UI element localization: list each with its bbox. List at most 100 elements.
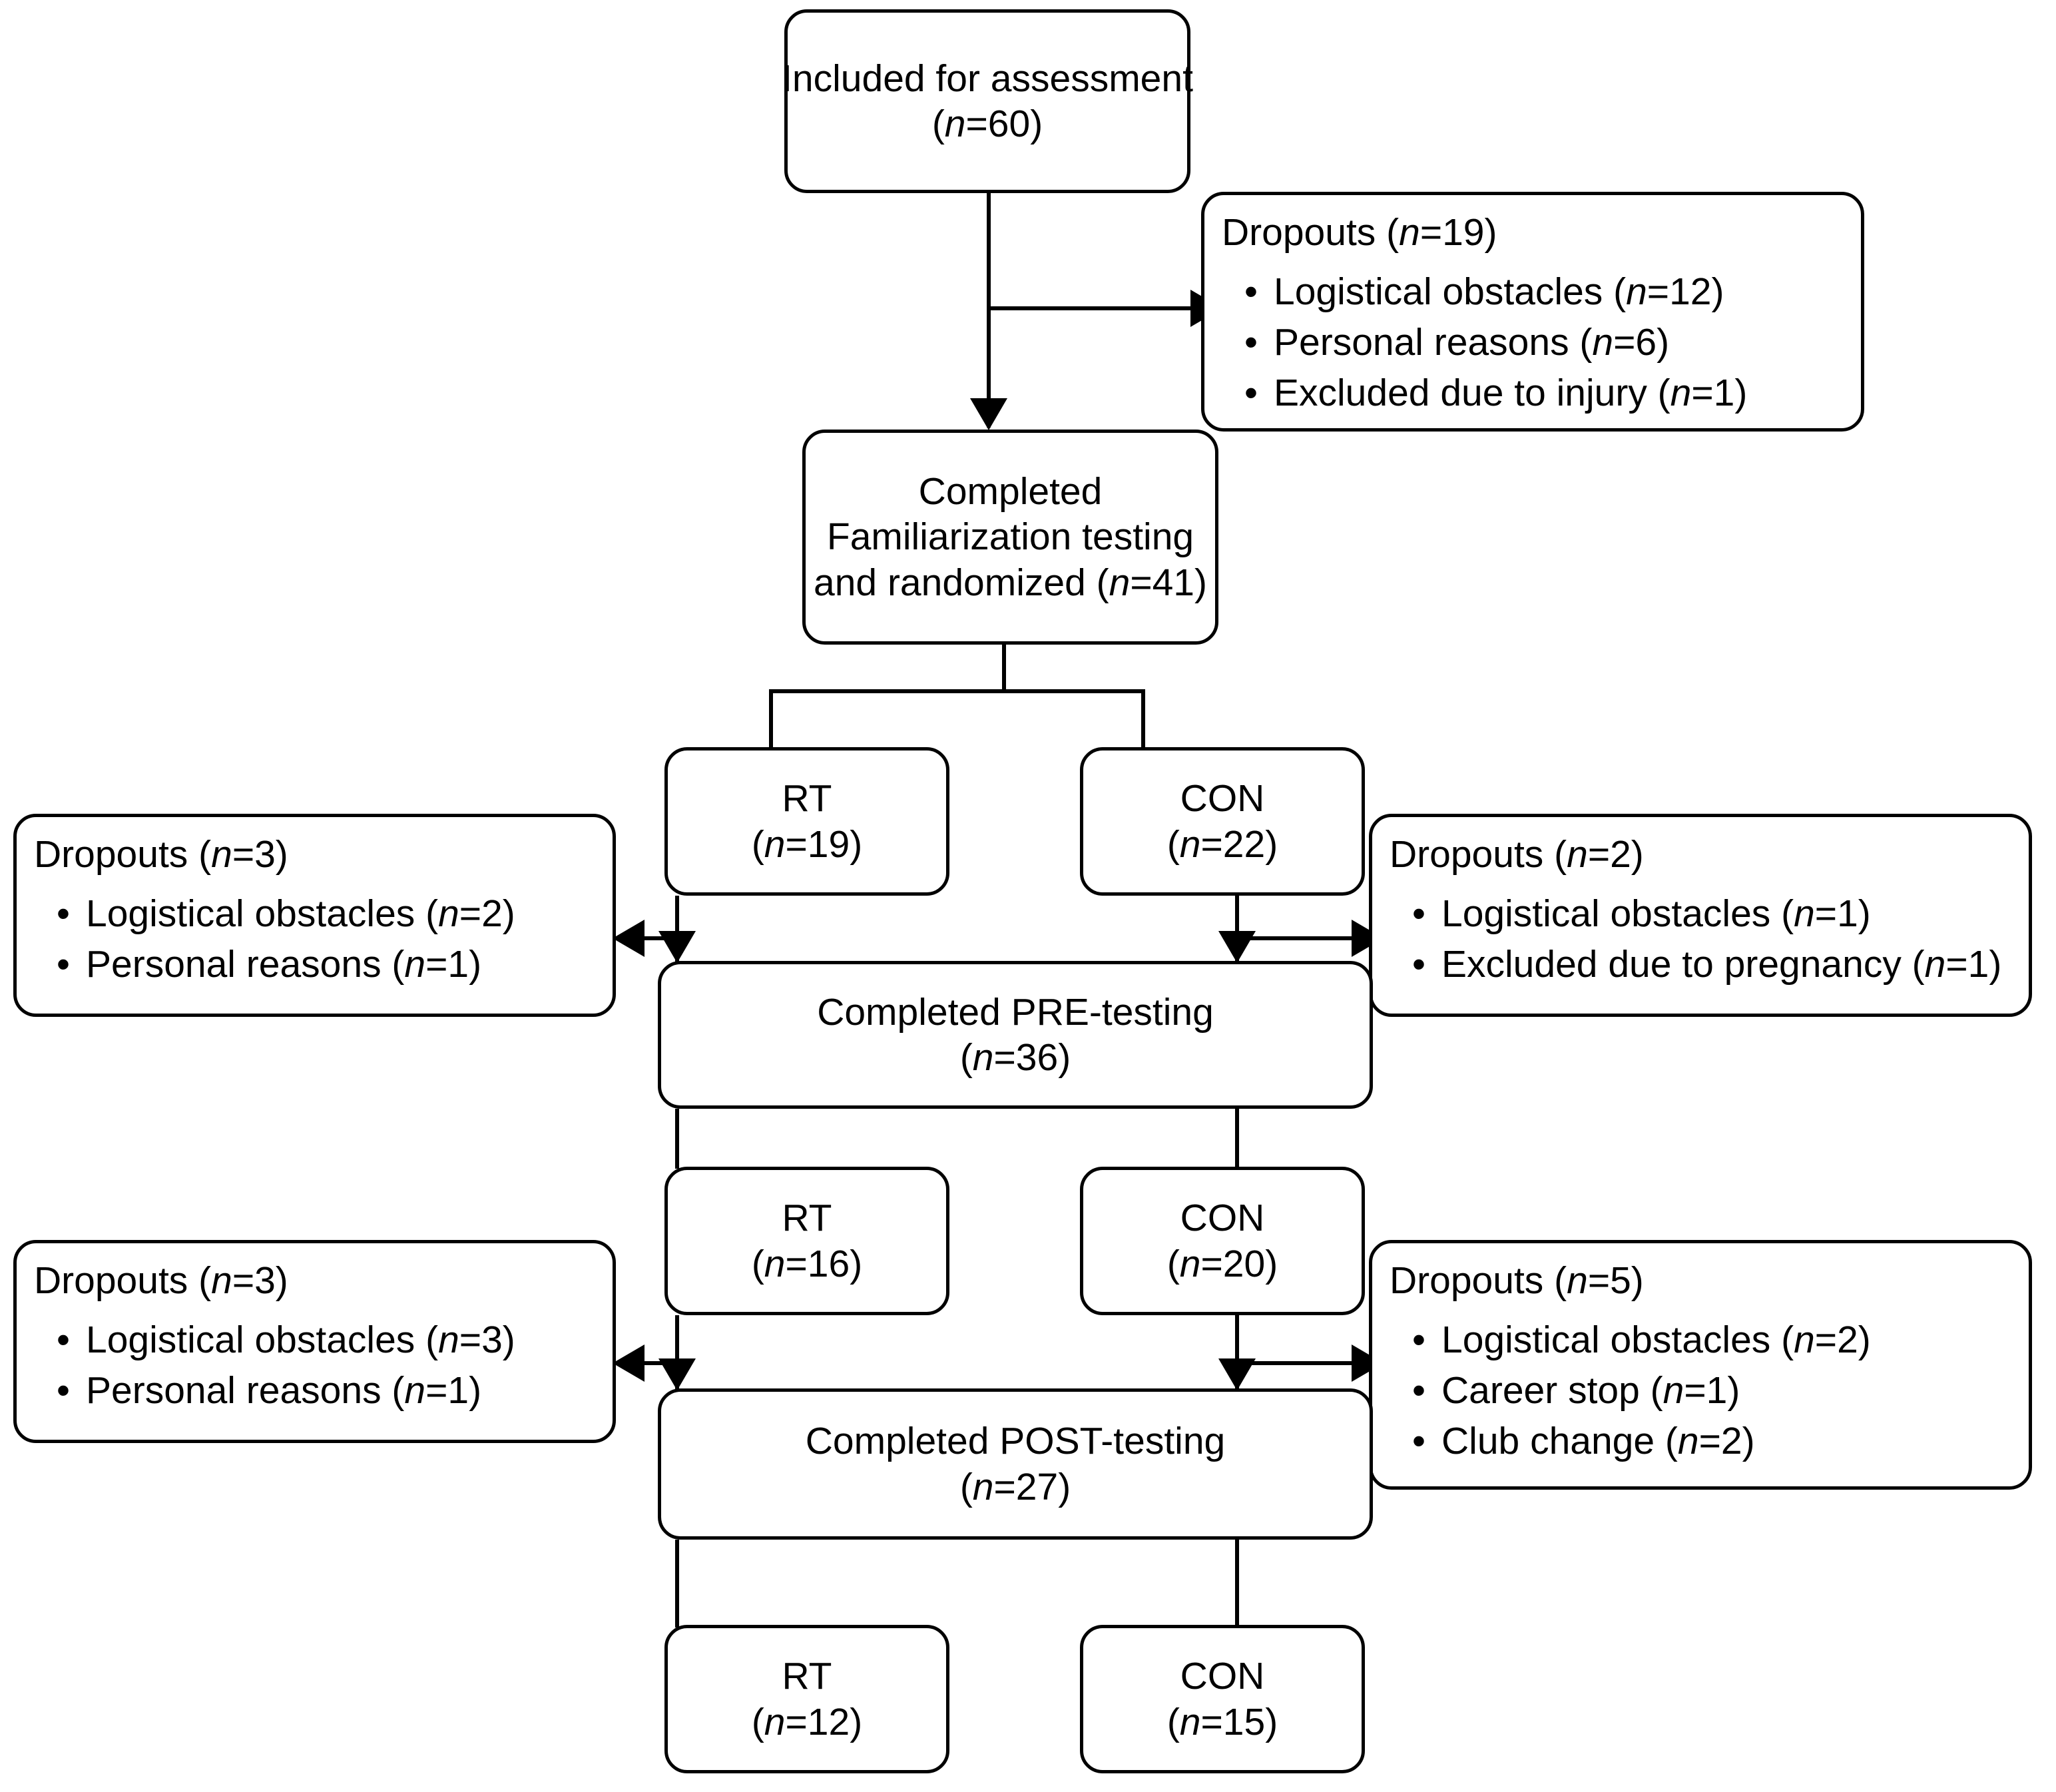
- bullet-icon: •: [1412, 1369, 1425, 1412]
- node-pre-testing-line1: Completed PRE-testing: [817, 990, 1214, 1034]
- italic-n: n: [764, 822, 786, 866]
- italic-n: n: [438, 1319, 459, 1362]
- bullet-icon: •: [57, 892, 70, 936]
- italic-n: n: [211, 833, 232, 876]
- node-con-pre[interactable]: CON (n=20): [1080, 1167, 1365, 1315]
- list-item: •Personal reasons (n=1): [57, 1366, 613, 1416]
- connector-con20-to-dropouts-right: [1235, 1361, 1356, 1365]
- arrowhead-rt16-into-post: [658, 1358, 696, 1390]
- italic-n: n: [1179, 1242, 1201, 1285]
- node-post-testing-line1: Completed POST-testing: [805, 1420, 1226, 1463]
- node-completed-post-testing[interactable]: Completed POST-testing (n=27): [658, 1388, 1373, 1540]
- arrowhead-con20-into-post: [1218, 1358, 1256, 1390]
- dropouts-con-post-title: Dropouts (n=5): [1390, 1259, 1644, 1302]
- node-assessment-line1: Included for assessment: [782, 57, 1193, 100]
- bullet-icon: •: [1412, 1419, 1425, 1462]
- italic-n: n: [764, 1242, 786, 1285]
- list-item: •Excluded due to injury (n=1): [1244, 368, 1861, 419]
- node-rt-randomized[interactable]: RT (n=19): [664, 747, 949, 896]
- list-item: •Logistical obstacles (n=1): [1412, 889, 2029, 940]
- connector-randomization-split: [769, 689, 1145, 693]
- node-dropouts-rt-pre[interactable]: Dropouts (n=3) •Logistical obstacles (n=…: [13, 814, 616, 1017]
- italic-n: n: [972, 1036, 994, 1079]
- node-dropouts-rt-post[interactable]: Dropouts (n=3) •Logistical obstacles (n=…: [13, 1240, 616, 1443]
- italic-n: n: [1626, 270, 1647, 314]
- node-completed-pre-testing[interactable]: Completed PRE-testing (n=36): [658, 961, 1373, 1109]
- list-item: •Logistical obstacles (n=12): [1244, 267, 1861, 318]
- node-con-post[interactable]: CON (n=15): [1080, 1625, 1365, 1773]
- node-rt-randomized-label: RT: [782, 777, 832, 820]
- italic-n: n: [1109, 561, 1131, 604]
- node-con-randomized-count: (n=22): [1166, 822, 1278, 866]
- dropouts-con-post-reasons: •Logistical obstacles (n=2) •Career stop…: [1390, 1315, 2029, 1466]
- node-rt-pre-label: RT: [782, 1197, 832, 1240]
- italic-n: n: [404, 943, 426, 986]
- node-dropouts-after-assessment[interactable]: Dropouts (n=19) •Logistical obstacles (n…: [1201, 192, 1864, 432]
- bullet-icon: •: [57, 1369, 70, 1412]
- connector-post-to-rt12: [675, 1540, 679, 1628]
- node-familiarization-count: and randomized (n=41): [814, 561, 1207, 604]
- italic-n: n: [944, 103, 966, 145]
- connector-split-to-rt: [769, 689, 773, 749]
- dropouts-rt-pre-title: Dropouts (n=3): [34, 833, 288, 876]
- node-rt-post[interactable]: RT (n=12): [664, 1625, 949, 1773]
- connector-assessment-to-dropouts: [987, 306, 1201, 310]
- dropouts-con-pre-title: Dropouts (n=2): [1390, 833, 1644, 876]
- node-con-randomized[interactable]: CON (n=22): [1080, 747, 1365, 896]
- node-completed-familiarization[interactable]: Completed Familiarization testing and ra…: [802, 430, 1218, 645]
- node-con-pre-label: CON: [1180, 1197, 1265, 1240]
- bullet-icon: •: [57, 943, 70, 986]
- list-item: •Excluded due to pregnancy (n=1): [1412, 940, 2029, 990]
- bullet-icon: •: [1244, 321, 1258, 364]
- italic-n: n: [1567, 833, 1588, 876]
- bullet-icon: •: [1412, 1319, 1425, 1362]
- node-con-randomized-label: CON: [1180, 777, 1265, 820]
- italic-n: n: [1924, 943, 1946, 986]
- italic-n: n: [1794, 892, 1815, 936]
- italic-n: n: [1179, 1700, 1201, 1743]
- dropouts-con-pre-reasons: •Logistical obstacles (n=1) •Excluded du…: [1390, 889, 2029, 990]
- node-pre-testing-count: (n=36): [959, 1036, 1071, 1079]
- bullet-icon: •: [57, 1319, 70, 1362]
- italic-n: n: [404, 1369, 426, 1412]
- italic-n: n: [1592, 321, 1614, 364]
- italic-n: n: [211, 1259, 232, 1302]
- node-dropouts-con-post[interactable]: Dropouts (n=5) •Logistical obstacles (n=…: [1369, 1240, 2032, 1490]
- list-item: •Club change (n=2): [1412, 1416, 2029, 1467]
- italic-n: n: [438, 892, 459, 936]
- arrowhead-into-familiarization: [970, 398, 1007, 430]
- node-dropouts-con-pre[interactable]: Dropouts (n=2) •Logistical obstacles (n=…: [1369, 814, 2032, 1017]
- dropouts-after-assessment-title: Dropouts (n=19): [1222, 211, 1497, 254]
- dropouts-after-assessment-reasons: •Logistical obstacles (n=12) •Personal r…: [1222, 267, 1861, 418]
- list-item: •Logistical obstacles (n=2): [57, 889, 613, 940]
- node-rt-post-count: (n=12): [751, 1700, 863, 1743]
- dropouts-rt-post-title: Dropouts (n=3): [34, 1259, 288, 1302]
- list-item: •Personal reasons (n=6): [1244, 318, 1861, 368]
- bullet-icon: •: [1412, 943, 1425, 986]
- connector-split-to-con: [1141, 689, 1145, 749]
- connector-assessment-to-familiarization: [987, 193, 991, 428]
- node-rt-pre[interactable]: RT (n=16): [664, 1167, 949, 1315]
- connector-pre-to-con20: [1235, 1109, 1239, 1169]
- node-assessment-count: (n=60): [931, 103, 1043, 145]
- list-item: •Logistical obstacles (n=2): [1412, 1315, 2029, 1366]
- dropouts-rt-pre-reasons: •Logistical obstacles (n=2) •Personal re…: [34, 889, 613, 990]
- connector-pre-to-rt16: [675, 1109, 679, 1169]
- arrowhead-into-dropouts-rt-pre: [613, 920, 644, 957]
- italic-n: n: [1399, 211, 1420, 254]
- node-con-post-count: (n=15): [1166, 1700, 1278, 1743]
- bullet-icon: •: [1412, 892, 1425, 936]
- italic-n: n: [972, 1465, 994, 1508]
- italic-n: n: [1567, 1259, 1588, 1302]
- italic-n: n: [1663, 1369, 1684, 1412]
- italic-n: n: [1677, 1419, 1699, 1462]
- italic-n: n: [764, 1700, 786, 1743]
- bullet-icon: •: [1244, 270, 1258, 314]
- italic-n: n: [1179, 822, 1201, 866]
- italic-n: n: [1670, 371, 1692, 414]
- node-included-for-assessment[interactable]: Included for assessment (n=60): [782, 9, 1193, 193]
- node-con-post-label: CON: [1180, 1655, 1265, 1698]
- list-item: •Career stop (n=1): [1412, 1366, 2029, 1416]
- node-rt-randomized-count: (n=19): [751, 822, 863, 866]
